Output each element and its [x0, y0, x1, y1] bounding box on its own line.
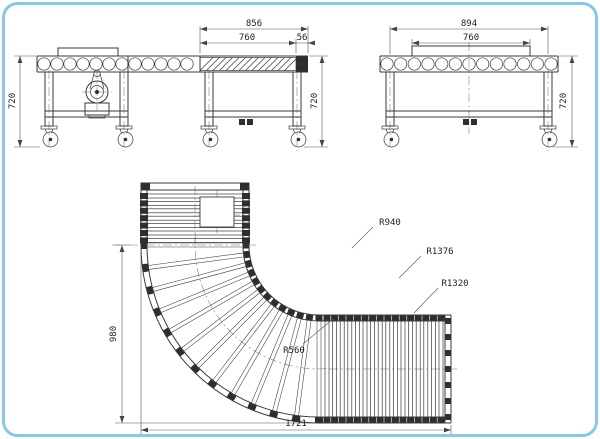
curve-fan-rollers [141, 241, 323, 423]
brake-block [471, 119, 477, 125]
curve-frame-arcs [140, 244, 320, 424]
side-roller-row [37, 57, 194, 71]
end-plate-block [240, 183, 249, 190]
radius-label-r1320: R1320 [441, 279, 468, 289]
end-roller-row [380, 57, 558, 71]
side-elevation-view: 856 760 56 720 720 [8, 19, 328, 151]
side-casters [40, 125, 307, 148]
exit-section-rails [319, 314, 452, 424]
end-casters [381, 125, 558, 148]
side-top-plate [57, 47, 119, 57]
brake-block [463, 119, 469, 125]
dim-label-56: 56 [297, 33, 308, 43]
dimension-arrowheads [17, 26, 575, 433]
motor-drive-unit [84, 69, 110, 119]
dim-label-856: 856 [246, 19, 262, 29]
side-dimension-lines [14, 26, 328, 148]
cross-rail [44, 110, 129, 118]
plan-view-curve-conveyor: 980 1721 R940 R1376 R1320 R560 [109, 182, 469, 434]
dim-label-894: 894 [461, 19, 477, 29]
drive-cover-box [199, 196, 235, 228]
dim-label-720-mid: 720 [310, 93, 320, 109]
radius-label-r1376: R1376 [426, 247, 453, 257]
cross-rail [385, 110, 553, 118]
curve-centerline-arc [194, 234, 330, 370]
belt-hatch [199, 57, 298, 71]
plan-dimension-lines [115, 244, 452, 434]
end-plate-block [141, 183, 150, 190]
dim-label-760-side: 760 [239, 33, 255, 43]
side-bed-frame [36, 55, 308, 73]
dim-label-720-right: 720 [559, 93, 569, 109]
dim-label-720-left: 720 [8, 93, 18, 109]
cross-rail [204, 110, 302, 118]
end-elevation-view: 894 760 720 [379, 19, 578, 151]
dim-label-760-end: 760 [463, 33, 479, 43]
radius-label-r940: R940 [379, 218, 401, 228]
radius-leader-lines [302, 226, 439, 345]
brake-block [247, 119, 253, 125]
end-dimension-lines [389, 26, 578, 148]
brake-block [239, 119, 245, 125]
end-top-plate [411, 45, 531, 57]
radius-label-r560: R560 [283, 346, 305, 356]
dim-label-1721: 1721 [285, 419, 307, 429]
dim-label-980: 980 [109, 326, 119, 342]
side-end-block [296, 56, 308, 72]
straight-rollers [140, 193, 250, 244]
